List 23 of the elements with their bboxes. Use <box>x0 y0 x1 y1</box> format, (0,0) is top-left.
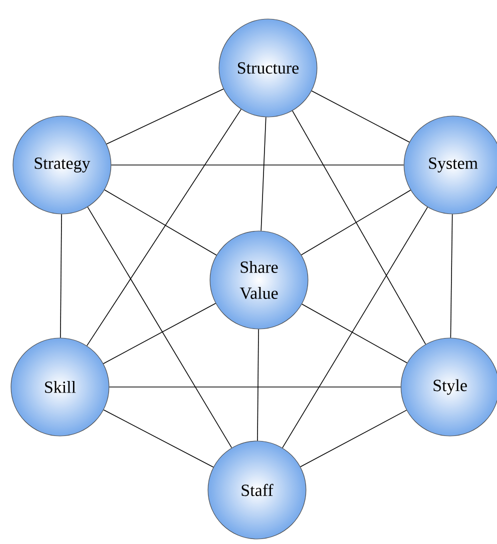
connector-line <box>282 206 428 448</box>
connector-line <box>103 409 214 468</box>
connector-line <box>257 328 259 442</box>
circle-node: Skill <box>10 338 110 436</box>
connector-line <box>302 304 408 364</box>
connector-line <box>103 302 216 364</box>
connector-line <box>86 108 242 346</box>
connector-line <box>110 164 404 166</box>
circle-node: Strategy <box>12 116 112 214</box>
connector-line <box>104 189 217 256</box>
connector-line <box>301 190 411 256</box>
connector-line <box>311 90 410 142</box>
connector-line <box>292 110 426 345</box>
connector-line <box>106 88 224 144</box>
circle-node: Share Value <box>210 230 308 330</box>
connector-line <box>108 386 402 388</box>
connector-line <box>60 214 62 338</box>
connector-line <box>260 116 266 232</box>
circle-node: Structure <box>218 18 318 118</box>
connector-line <box>450 214 453 338</box>
circle-node: Staff <box>208 440 306 540</box>
connector-line <box>87 206 232 448</box>
connector-line <box>300 410 407 468</box>
